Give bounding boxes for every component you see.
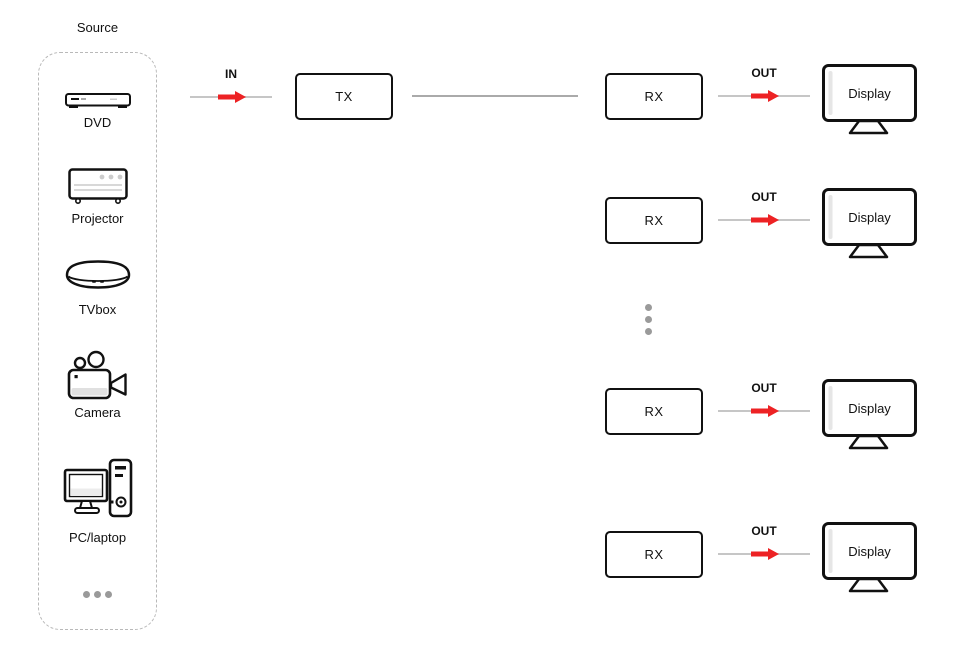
monitor-icon: [822, 379, 917, 450]
rx-box: RX: [605, 73, 703, 120]
rx-label: RX: [644, 213, 664, 228]
display-label: Display: [848, 401, 891, 416]
projector-icon: [67, 168, 128, 204]
out-flow: OUT: [718, 524, 810, 561]
rx-box: RX: [605, 388, 703, 435]
camera-icon: [67, 350, 127, 400]
rx-box: RX: [605, 197, 703, 244]
display-label: Display: [848, 86, 891, 101]
rx-label: RX: [644, 404, 664, 419]
out-arrow-icon: [718, 214, 810, 226]
pc-laptop-icon: [63, 458, 132, 518]
out-flow: OUT: [718, 190, 810, 227]
dvd-player-icon: [64, 93, 131, 108]
out-arrow-icon: [718, 405, 810, 417]
source-item-label: PC/laptop: [68, 530, 127, 545]
out-arrow-icon: [718, 548, 810, 560]
in-arrow-icon: [190, 91, 272, 103]
source-item-label: Projector: [71, 211, 124, 226]
rx-label: RX: [644, 89, 664, 104]
tv-box-icon: [65, 260, 130, 289]
display-monitor: Display: [822, 379, 917, 451]
monitor-icon: [822, 522, 917, 593]
tx-label: TX: [335, 89, 353, 104]
rx-box: RX: [605, 531, 703, 578]
display-monitor: Display: [822, 522, 917, 594]
source-item-label: TVbox: [78, 302, 117, 317]
more-sources-ellipsis-icon: [39, 591, 156, 598]
source-item-label: Camera: [74, 405, 121, 420]
in-flow: IN: [190, 67, 272, 104]
out-flow: OUT: [718, 66, 810, 103]
source-item-label: DVD: [83, 115, 112, 130]
tx-box: TX: [295, 73, 393, 120]
monitor-icon: [822, 188, 917, 259]
source-panel: DVD Projector TVbox: [38, 52, 157, 630]
source-panel-title: Source: [76, 20, 119, 35]
rx-label: RX: [644, 547, 664, 562]
display-monitor: Display: [822, 64, 917, 136]
tx-rx-link-line: [412, 95, 578, 97]
out-label: OUT: [751, 381, 777, 395]
out-label: OUT: [751, 524, 777, 538]
out-label: OUT: [751, 190, 777, 204]
monitor-icon: [822, 64, 917, 135]
display-label: Display: [848, 210, 891, 225]
more-receivers-ellipsis-icon: [645, 304, 652, 335]
out-arrow-icon: [718, 90, 810, 102]
in-label: IN: [225, 67, 237, 81]
display-label: Display: [848, 544, 891, 559]
out-label: OUT: [751, 66, 777, 80]
out-flow: OUT: [718, 381, 810, 418]
display-monitor: Display: [822, 188, 917, 260]
